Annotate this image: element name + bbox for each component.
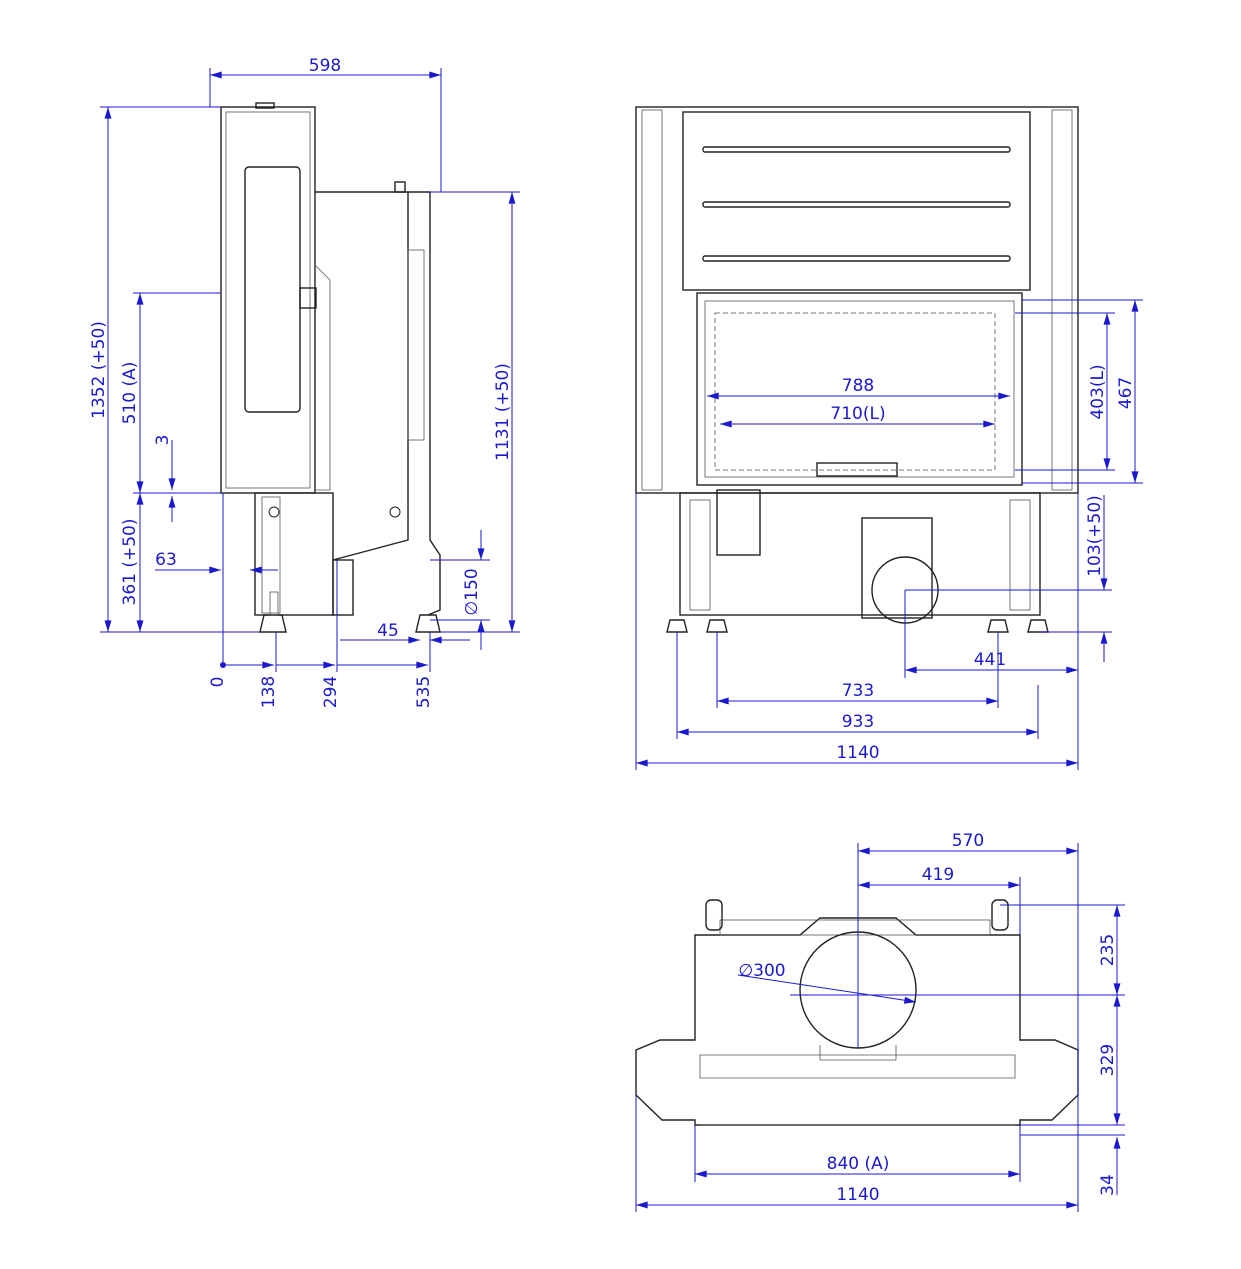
dim-933: 933: [842, 712, 874, 732]
dim-flue-300: ∅300: [738, 961, 785, 981]
dim-598: 598: [309, 56, 341, 76]
dim-329: 329: [1098, 1044, 1118, 1076]
dim-403: 403(L): [1088, 364, 1108, 419]
dim-x535: 535: [414, 676, 434, 708]
dim-510: 510 (A): [120, 362, 140, 425]
dim-1140-top: 1140: [836, 1185, 879, 1205]
side-view: 598 1352 (+50) 510 (A) 3 361 (+50) 63 11…: [89, 56, 520, 708]
front-view-outline: [635, 106, 1079, 633]
dim-1352: 1352 (+50): [89, 321, 109, 419]
dim-flue-150: ∅150: [462, 568, 482, 615]
dim-1140-front: 1140: [836, 743, 879, 763]
dim-733: 733: [842, 681, 874, 701]
dim-3: 3: [153, 435, 173, 446]
side-view-outline: [209, 102, 441, 633]
dim-x294: 294: [321, 676, 341, 708]
dim-x138: 138: [259, 676, 279, 708]
dim-788: 788: [842, 376, 874, 396]
dim-1131: 1131 (+50): [493, 363, 513, 461]
dim-45: 45: [377, 621, 399, 641]
top-view: 570 419 ∅300 235 329 34 840 (A) 1140: [635, 831, 1125, 1212]
dim-419: 419: [922, 865, 954, 885]
top-view-outline: [635, 899, 1079, 1126]
top-view-dimensions: 570 419 ∅300 235 329 34 840 (A) 1140: [635, 831, 1125, 1212]
dim-467: 467: [1116, 377, 1136, 409]
dim-235: 235: [1098, 934, 1118, 966]
dim-103: 103(+50): [1085, 495, 1105, 577]
dim-710: 710(L): [830, 404, 885, 424]
dim-34: 34: [1098, 1174, 1118, 1196]
dim-840: 840 (A): [827, 1154, 890, 1174]
dim-63: 63: [155, 550, 177, 570]
dim-570: 570: [952, 831, 984, 851]
dim-361: 361 (+50): [120, 519, 140, 606]
dim-441: 441: [974, 650, 1006, 670]
side-view-dimensions: 598 1352 (+50) 510 (A) 3 361 (+50) 63 11…: [89, 56, 520, 708]
dim-x0: 0: [208, 677, 228, 688]
front-view: 788 710(L) 403(L) 467 103(+50) 441: [635, 106, 1143, 770]
front-view-dimensions: 788 710(L) 403(L) 467 103(+50) 441: [635, 299, 1143, 770]
